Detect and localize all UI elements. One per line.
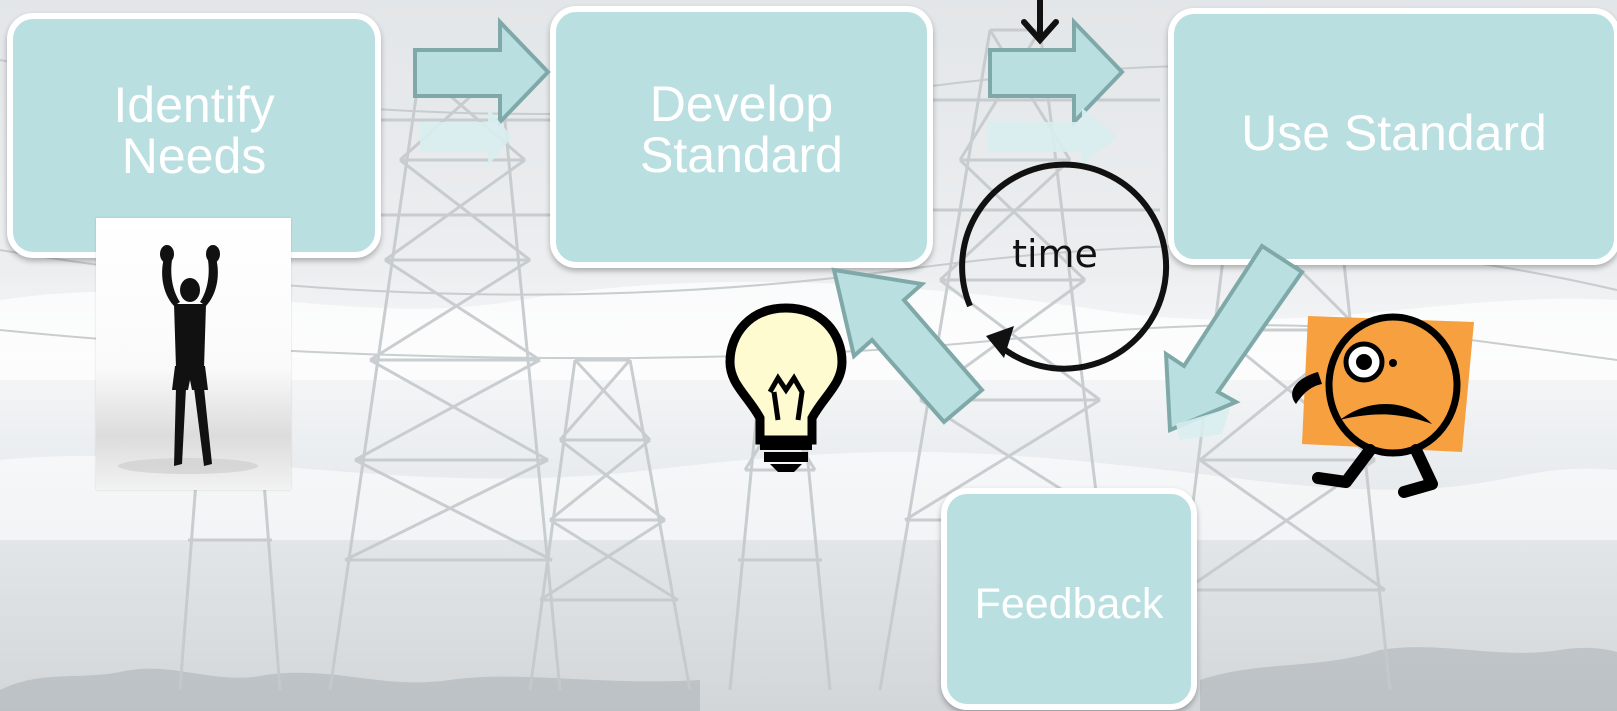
- use-standard-label: Use Standard: [1241, 105, 1547, 161]
- identify-needs-box: Identify Needs: [7, 13, 381, 258]
- person-silhouette-photo: [96, 218, 291, 490]
- arrow-feedback-to-develop: [831, 267, 985, 425]
- arrow-use-to-feedback: [1163, 243, 1305, 440]
- arrow-identify-to-develop: [413, 17, 551, 166]
- arrow-develop-to-use: [988, 17, 1125, 164]
- cycle-arrow-icon: [959, 161, 1170, 372]
- identify-needs-label: Identify Needs: [113, 76, 275, 184]
- feedback-box: Feedback: [941, 488, 1197, 710]
- lightbulb-icon: [725, 303, 847, 472]
- use-standard-box: Use Standard: [1168, 8, 1617, 265]
- down-arrow-icon: [1021, 0, 1059, 45]
- feedback-label: Feedback: [974, 580, 1164, 629]
- cycle-time-label: time: [1012, 232, 1098, 276]
- worried-face-icon: [1292, 313, 1474, 498]
- develop-standard-label: Develop Standard: [640, 76, 843, 183]
- develop-standard-box: Develop Standard: [550, 6, 933, 268]
- person-silhouette-icon: [118, 245, 258, 474]
